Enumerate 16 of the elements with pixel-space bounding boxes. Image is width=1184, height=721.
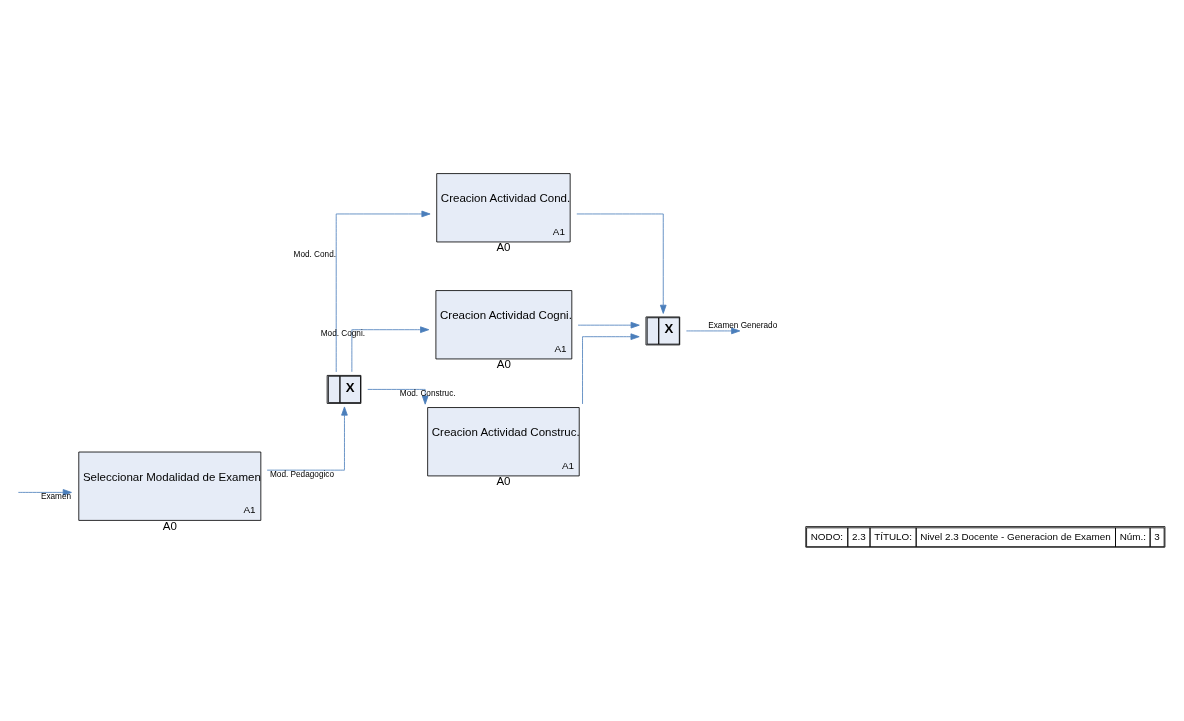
- label: 3: [1154, 530, 1160, 542]
- node-label: A0: [496, 357, 511, 370]
- label: 2.3: [851, 530, 866, 542]
- edge-label: Examen Generado: [708, 320, 778, 330]
- edge-label: Mod. Cond.: [293, 249, 337, 259]
- label: Núm.:: [1119, 530, 1146, 542]
- label: TÍTULO:: [874, 530, 912, 542]
- node-label: A0: [496, 240, 511, 253]
- edge-label: Mod. Construc.: [399, 388, 456, 398]
- edge-label: Mod. Cogni.: [320, 328, 366, 338]
- edge-label: Examen: [40, 491, 72, 501]
- node-label: A0: [496, 474, 511, 487]
- edge-label: Mod. Pedagogico: [270, 469, 334, 479]
- label: NODO:: [810, 530, 844, 542]
- label: Nivel 2.3 Docente - Generacion de Examen: [920, 530, 1111, 542]
- node-label: A0: [162, 519, 177, 532]
